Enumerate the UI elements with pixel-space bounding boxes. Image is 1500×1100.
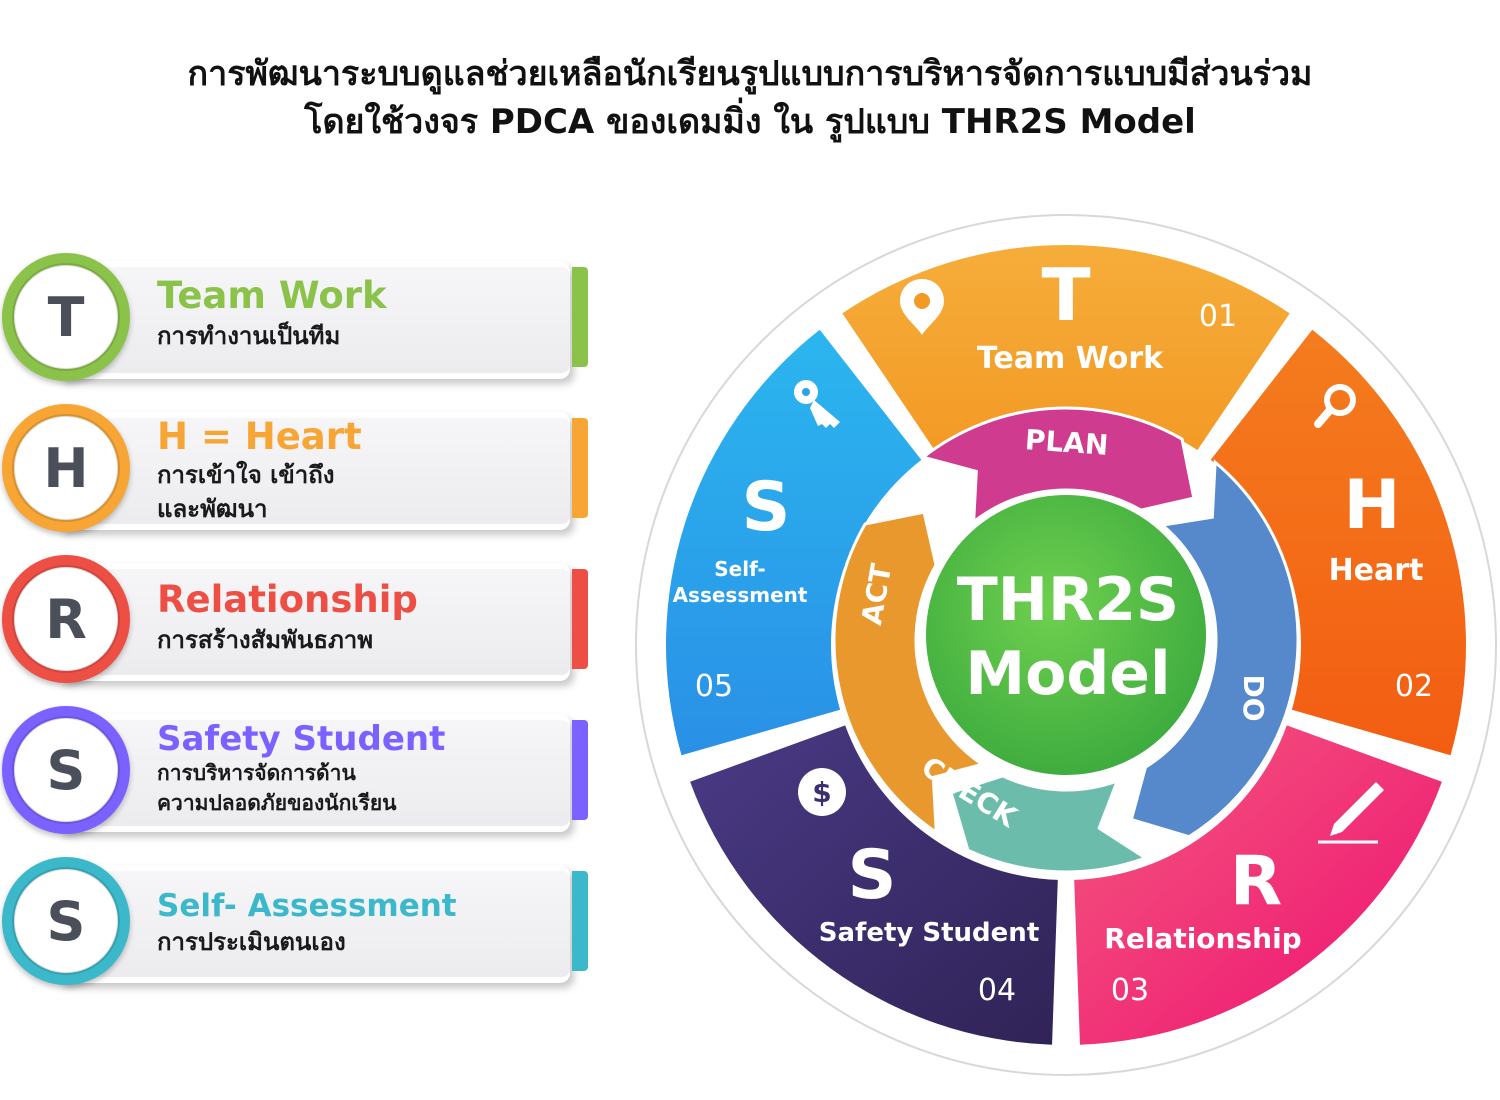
- segment-h-letter: H: [1344, 466, 1401, 545]
- card-panel: [60, 563, 570, 681]
- card-letter: T: [47, 285, 85, 349]
- magnifier-icon: [1314, 384, 1356, 428]
- segment-r-number: 03: [1111, 973, 1149, 1008]
- card-tab: [572, 267, 588, 367]
- svg-text:$: $: [812, 776, 831, 809]
- card-letter: R: [45, 587, 87, 651]
- card-panel: [60, 865, 570, 983]
- pen-icon: [1318, 782, 1384, 844]
- card-safety-student: S Safety Student การบริหารจัดการด้าน ควา…: [0, 706, 600, 836]
- card-ring: S: [2, 857, 130, 985]
- segment-r-letter: R: [1230, 842, 1282, 921]
- card-ring: T: [2, 253, 130, 381]
- segment-r-label: Relationship: [1104, 922, 1301, 955]
- segment-t-label: Team Work: [977, 341, 1164, 376]
- cycle-check-arc: [949, 774, 1149, 874]
- card-heart: H H = Heart การเข้าใจ เข้าถึง และพัฒนา: [0, 404, 600, 534]
- dollar-coin-icon: $: [798, 768, 846, 816]
- segment-heart: [1210, 329, 1466, 756]
- card-panel: [60, 714, 570, 832]
- card-tab: [572, 720, 588, 820]
- card-panel: [60, 261, 570, 379]
- card-heading: Team Work: [157, 274, 387, 317]
- card-self-assessment: S Self- Assessment การประเมินตนเอง: [0, 857, 600, 987]
- center-text-line-2: Model: [965, 639, 1170, 709]
- card-text-2: และพัฒนา: [157, 495, 268, 523]
- card-panel: [60, 412, 570, 530]
- card-team-work: T Team Work การทำงานเป็นทีม: [0, 253, 600, 383]
- card-heading: Relationship: [157, 578, 418, 621]
- card-text: การทำงานเป็นทีม: [157, 322, 341, 350]
- card-heading: H = Heart: [157, 415, 362, 458]
- card-relationship: R Relationship การสร้างสัมพันธภาพ: [0, 555, 600, 685]
- card-tab: [572, 871, 588, 971]
- segment-s2-number: 05: [695, 669, 733, 704]
- segment-h-label: Heart: [1329, 553, 1424, 588]
- segment-s-number: 04: [978, 973, 1016, 1008]
- card-text: การเข้าใจ เข้าถึง: [157, 461, 335, 489]
- cycle-plan-arc: [919, 406, 1196, 526]
- card-heading: Safety Student: [157, 719, 446, 759]
- cycle-act-arc: [832, 510, 986, 836]
- segment-t-letter: T: [1041, 253, 1090, 337]
- card-text: การบริหารจัดการด้าน: [157, 761, 356, 785]
- card-ring: H: [2, 404, 130, 532]
- card-letter: H: [43, 436, 89, 500]
- center-circle: [922, 491, 1210, 779]
- card-heading: Self- Assessment: [157, 888, 457, 924]
- segment-h-number: 02: [1395, 669, 1433, 704]
- center-text-line-1: THR2S: [957, 565, 1179, 635]
- page-title-line-2: โดยใช้วงจร PDCA ของเดมมิ่ง ใน รูปแบบ THR…: [304, 102, 1196, 142]
- segment-s2-letter: S: [742, 468, 791, 547]
- segment-self-assessment: [665, 329, 922, 756]
- card-text: การสร้างสัมพันธภาพ: [157, 626, 374, 654]
- segment-safety-student: [690, 725, 1058, 1045]
- segment-t-number: 01: [1199, 299, 1237, 334]
- location-pin-icon: [900, 279, 944, 335]
- page-title-line-1: การพัฒนาระบบดูแลช่วยเหลือนักเรียนรูปแบบก…: [187, 54, 1313, 94]
- cycle-do-label: DO: [1237, 674, 1270, 721]
- cycle-do-arc: [1129, 459, 1300, 839]
- segment-s-letter: S: [848, 836, 897, 915]
- card-ring: S: [2, 706, 130, 834]
- card-letter: S: [46, 889, 86, 953]
- card-tab: [572, 418, 588, 518]
- card-text: การประเมินตนเอง: [157, 928, 346, 956]
- key-icon: [794, 380, 840, 428]
- card-text-2: ความปลอดภัยของนักเรียน: [157, 791, 397, 815]
- segment-s2-label-line-1: Self-: [714, 557, 765, 581]
- segment-s2-label-line-2: Assessment: [673, 583, 808, 607]
- card-letter: S: [46, 738, 86, 802]
- cycle-plan-label: PLAN: [1024, 423, 1110, 462]
- segment-relationship: [1074, 725, 1442, 1045]
- segment-s-label: Safety Student: [819, 918, 1040, 948]
- card-tab: [572, 569, 588, 669]
- card-ring: R: [2, 555, 130, 683]
- segment-team-work: [842, 244, 1290, 451]
